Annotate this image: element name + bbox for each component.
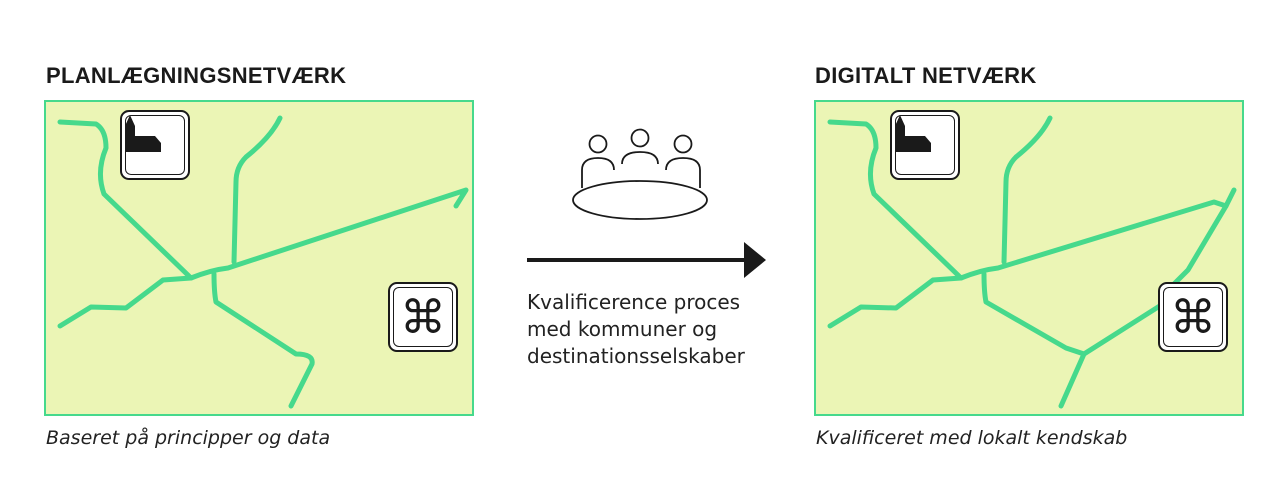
left-panel-title: PLANLÆGNINGSNETVÆRK — [46, 63, 347, 88]
meeting-table-icon — [572, 128, 708, 220]
route-southwest — [827, 275, 964, 329]
route-southwest — [57, 275, 194, 329]
planning-network-routes — [57, 115, 469, 409]
process-line-1: Kvalificerence proces — [527, 290, 741, 314]
place-of-interest-icon: ⌘ — [400, 290, 446, 344]
left-panel-caption: Baseret på principper og data — [46, 427, 331, 449]
right-panel-title: DIGITALT NETVÆRK — [815, 63, 1037, 88]
digital-network-routes — [827, 115, 1237, 409]
interest-poi: ⌘ — [388, 282, 458, 352]
route-north — [1001, 115, 1053, 265]
interest-poi: ⌘ — [1158, 282, 1228, 352]
route-north — [231, 115, 283, 265]
process-description: Kvalificerence proces med kommuner og de… — [527, 289, 797, 370]
route-south — [981, 271, 1087, 409]
planning-network-map: ⌘ — [44, 100, 474, 416]
digital-network-map: ⌘ — [814, 100, 1244, 416]
place-of-interest-icon: ⌘ — [1170, 290, 1216, 344]
church-poi — [120, 110, 190, 180]
process-line-2: med kommuner og — [527, 317, 718, 341]
process-line-3: destinationsselskaber — [527, 344, 745, 368]
route-east — [188, 187, 469, 281]
route-northwest — [57, 119, 194, 281]
right-panel-caption: Kvalificeret med lokalt kendskab — [816, 427, 1128, 449]
route-east — [958, 187, 1237, 281]
church-poi — [890, 110, 960, 180]
church-icon — [125, 115, 161, 152]
route-northwest — [827, 119, 964, 281]
arrow-right-icon — [527, 242, 766, 278]
church-icon — [895, 115, 931, 152]
route-south — [211, 271, 315, 409]
